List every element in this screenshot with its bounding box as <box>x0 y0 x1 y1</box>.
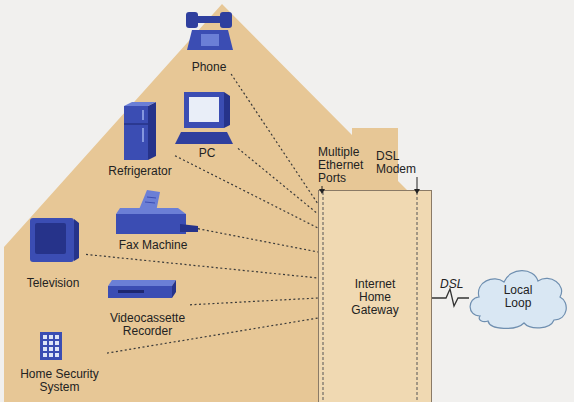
dotted-link <box>107 318 318 353</box>
dsl-line <box>432 289 469 306</box>
leader-line <box>417 177 418 190</box>
dotted-link <box>190 298 318 305</box>
node-label: Home Security System <box>12 368 107 394</box>
vcr-front <box>108 286 172 298</box>
dotted-link <box>175 156 318 228</box>
cloud-shape <box>466 262 570 332</box>
dotted-link <box>86 254 318 278</box>
phone-handset <box>190 16 228 23</box>
device-node: PC <box>176 86 238 160</box>
tv-cabinet <box>30 218 74 262</box>
fridge-handle <box>142 128 144 142</box>
dotted-link <box>238 148 318 214</box>
pc-monitor-side <box>224 92 230 128</box>
vcr-slot <box>118 290 144 293</box>
vcr-icon <box>108 280 176 298</box>
phone-handset-end <box>220 12 232 28</box>
edge-label: DSL <box>440 278 463 291</box>
node-label: Refrigerator <box>108 165 171 178</box>
node-label: Fax Machine <box>119 239 188 252</box>
fax-body <box>116 214 186 234</box>
leader-line <box>322 186 323 190</box>
fax-paper <box>138 190 160 212</box>
pc-screen <box>189 97 219 122</box>
phone-icon <box>186 12 233 50</box>
cloud-node: Local Loop <box>466 262 570 332</box>
device-node: Phone <box>180 8 238 74</box>
phone-keypad <box>201 34 219 46</box>
phone-base <box>187 30 233 50</box>
leader-arrowhead <box>319 189 325 194</box>
fax-icon <box>116 190 198 234</box>
fridge-side <box>148 102 156 160</box>
fax-paper-line <box>147 197 156 198</box>
node-label: Phone <box>192 61 227 74</box>
security-keypad <box>43 335 59 357</box>
television-icon <box>30 218 79 262</box>
pc-keyboard <box>175 132 233 144</box>
callout-label: Multiple Ethernet Ports <box>318 146 374 185</box>
dotted-link <box>198 229 318 252</box>
fridge-handle <box>142 110 144 120</box>
security-panel-icon <box>40 332 62 360</box>
device-node: Home Security System <box>12 328 107 394</box>
device-node: Refrigerator <box>105 98 175 178</box>
fridge-top <box>124 102 156 106</box>
gateway-box: Internet Home Gateway <box>318 190 432 402</box>
tv-screen <box>35 223 66 254</box>
phone-handset-end <box>186 12 198 28</box>
cloud-outline <box>470 271 566 329</box>
device-node: Television <box>20 212 86 290</box>
fridge-front <box>124 106 148 160</box>
house-shape <box>4 4 432 402</box>
node-label: PC <box>199 147 216 160</box>
callout-label: DSL Modem <box>376 150 422 176</box>
leader-arrowhead <box>414 189 420 194</box>
security-panel <box>40 332 62 360</box>
node-label: Internet Home Gateway <box>344 278 406 317</box>
refrigerator-icon <box>124 102 156 160</box>
fax-paper-line <box>145 202 155 203</box>
vcr-top <box>108 280 176 286</box>
node-label: Television <box>27 277 80 290</box>
vcr-side <box>172 280 176 298</box>
node-label: Videocassette Recorder <box>105 312 190 338</box>
node-label: Local Loop <box>496 284 540 310</box>
ethernet-divider <box>323 192 324 402</box>
pc-monitor <box>184 92 224 128</box>
fridge-divider <box>124 124 148 125</box>
pc-icon <box>175 92 233 144</box>
fax-top <box>116 208 186 214</box>
device-node: Fax Machine <box>108 188 198 252</box>
dotted-link <box>231 74 318 204</box>
tv-side <box>74 219 79 261</box>
fax-tray <box>180 224 198 232</box>
modem-divider <box>417 192 418 402</box>
device-node: Videocassette Recorder <box>105 276 190 338</box>
